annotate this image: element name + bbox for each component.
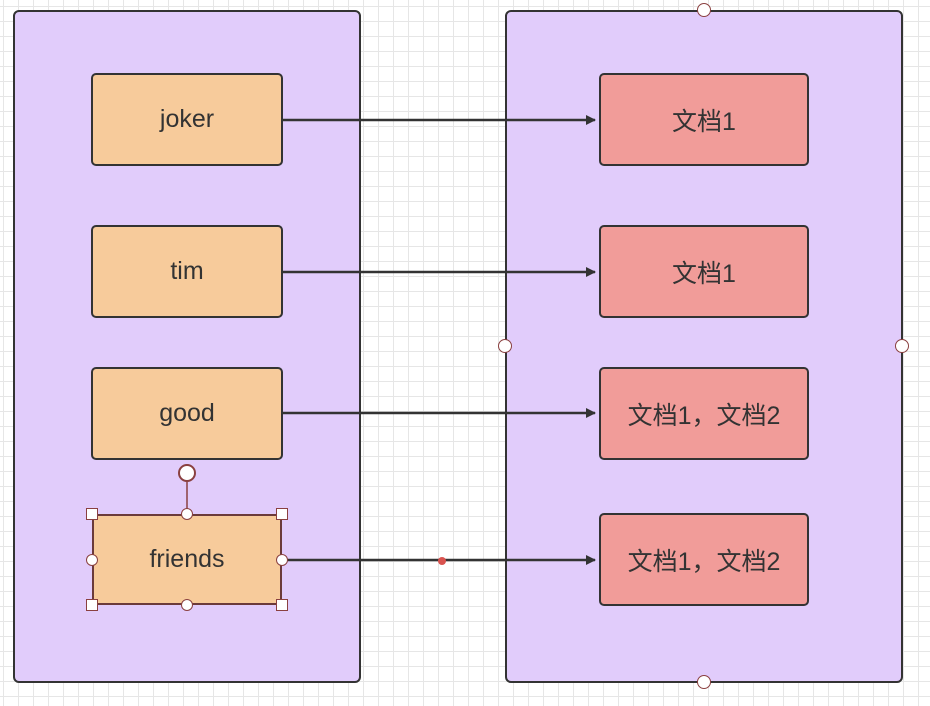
- doc-node-2[interactable]: 文档1: [599, 225, 809, 318]
- term-node-friends[interactable]: friends: [92, 514, 282, 605]
- term-node-joker[interactable]: joker: [91, 73, 283, 166]
- doc-label: 文档1: [672, 107, 736, 136]
- connection-anchor-left[interactable]: [498, 339, 512, 353]
- resize-handle-top[interactable]: [181, 508, 193, 520]
- connection-anchor-top[interactable]: [697, 3, 711, 17]
- resize-handle-bottom[interactable]: [181, 599, 193, 611]
- connection-anchor-right[interactable]: [895, 339, 909, 353]
- term-node-good[interactable]: good: [91, 367, 283, 460]
- resize-handle-bottom-right[interactable]: [276, 599, 288, 611]
- connection-anchor-bottom[interactable]: [697, 675, 711, 689]
- doc-node-4[interactable]: 文档1，文档2: [599, 513, 809, 606]
- term-label: joker: [159, 105, 215, 133]
- arrow-midpoint-handle[interactable]: [438, 557, 446, 565]
- resize-handle-right[interactable]: [276, 554, 288, 566]
- doc-label: 文档1: [672, 259, 736, 288]
- resize-handle-top-left[interactable]: [86, 508, 98, 520]
- resize-handle-left[interactable]: [86, 554, 98, 566]
- term-node-tim[interactable]: tim: [91, 225, 283, 318]
- doc-node-1[interactable]: 文档1: [599, 73, 809, 166]
- resize-handle-top-right[interactable]: [276, 508, 288, 520]
- term-label: tim: [170, 257, 204, 285]
- resize-handle-bottom-left[interactable]: [86, 599, 98, 611]
- term-label: good: [159, 399, 215, 427]
- rotate-handle[interactable]: [178, 464, 196, 482]
- doc-label: 文档1，文档2: [627, 401, 781, 430]
- doc-label: 文档1，文档2: [627, 547, 781, 576]
- term-label: friends: [149, 545, 225, 573]
- doc-node-3[interactable]: 文档1，文档2: [599, 367, 809, 460]
